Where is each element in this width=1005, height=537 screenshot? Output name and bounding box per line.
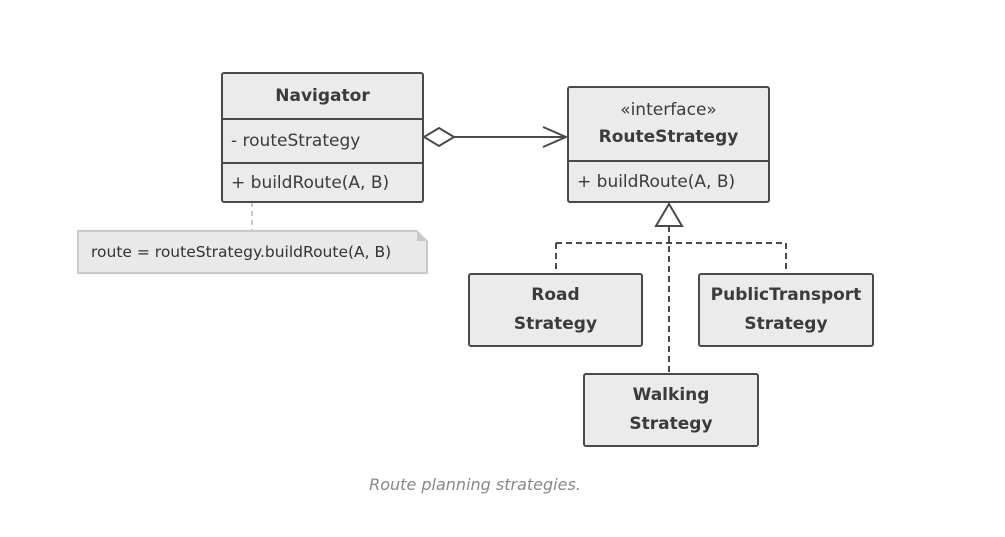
public-transport-strategy-line1: PublicTransport bbox=[710, 285, 862, 305]
walking-strategy-line2: Strategy bbox=[629, 414, 713, 434]
navigator-class: Navigator - routeStrategy + buildRoute(A… bbox=[221, 72, 424, 203]
note-fold-corner bbox=[417, 230, 428, 241]
walking-strategy-class: Walking Strategy bbox=[583, 373, 759, 447]
route-strategy-title: RouteStrategy bbox=[598, 127, 739, 147]
aggregation-diamond bbox=[422, 126, 456, 148]
road-strategy-line1: Road bbox=[531, 285, 580, 305]
route-strategy-header: «interface» RouteStrategy bbox=[569, 88, 768, 160]
road-strategy-line2: Strategy bbox=[513, 314, 598, 334]
navigator-field: - routeStrategy bbox=[223, 118, 422, 162]
route-strategy-method: + buildRoute(A, B) bbox=[569, 160, 768, 201]
public-transport-strategy-line2: Strategy bbox=[744, 314, 828, 334]
road-strategy-class: Road Strategy bbox=[468, 273, 643, 347]
code-note: route = routeStrategy.buildRoute(A, B) bbox=[77, 230, 428, 274]
navigator-title: Navigator bbox=[275, 86, 370, 106]
walking-strategy-line1: Walking bbox=[632, 385, 710, 405]
navigator-method: + buildRoute(A, B) bbox=[223, 162, 422, 201]
figure-caption: Route planning strategies. bbox=[369, 475, 581, 494]
interface-stereotype: «interface» bbox=[620, 100, 717, 120]
code-note-text: route = routeStrategy.buildRoute(A, B) bbox=[91, 243, 392, 261]
public-transport-strategy-class: PublicTransport Strategy bbox=[698, 273, 874, 347]
route-strategy-interface: «interface» RouteStrategy + buildRoute(A… bbox=[567, 86, 770, 203]
realization-triangle bbox=[654, 202, 684, 227]
association-arrowhead bbox=[542, 126, 569, 148]
